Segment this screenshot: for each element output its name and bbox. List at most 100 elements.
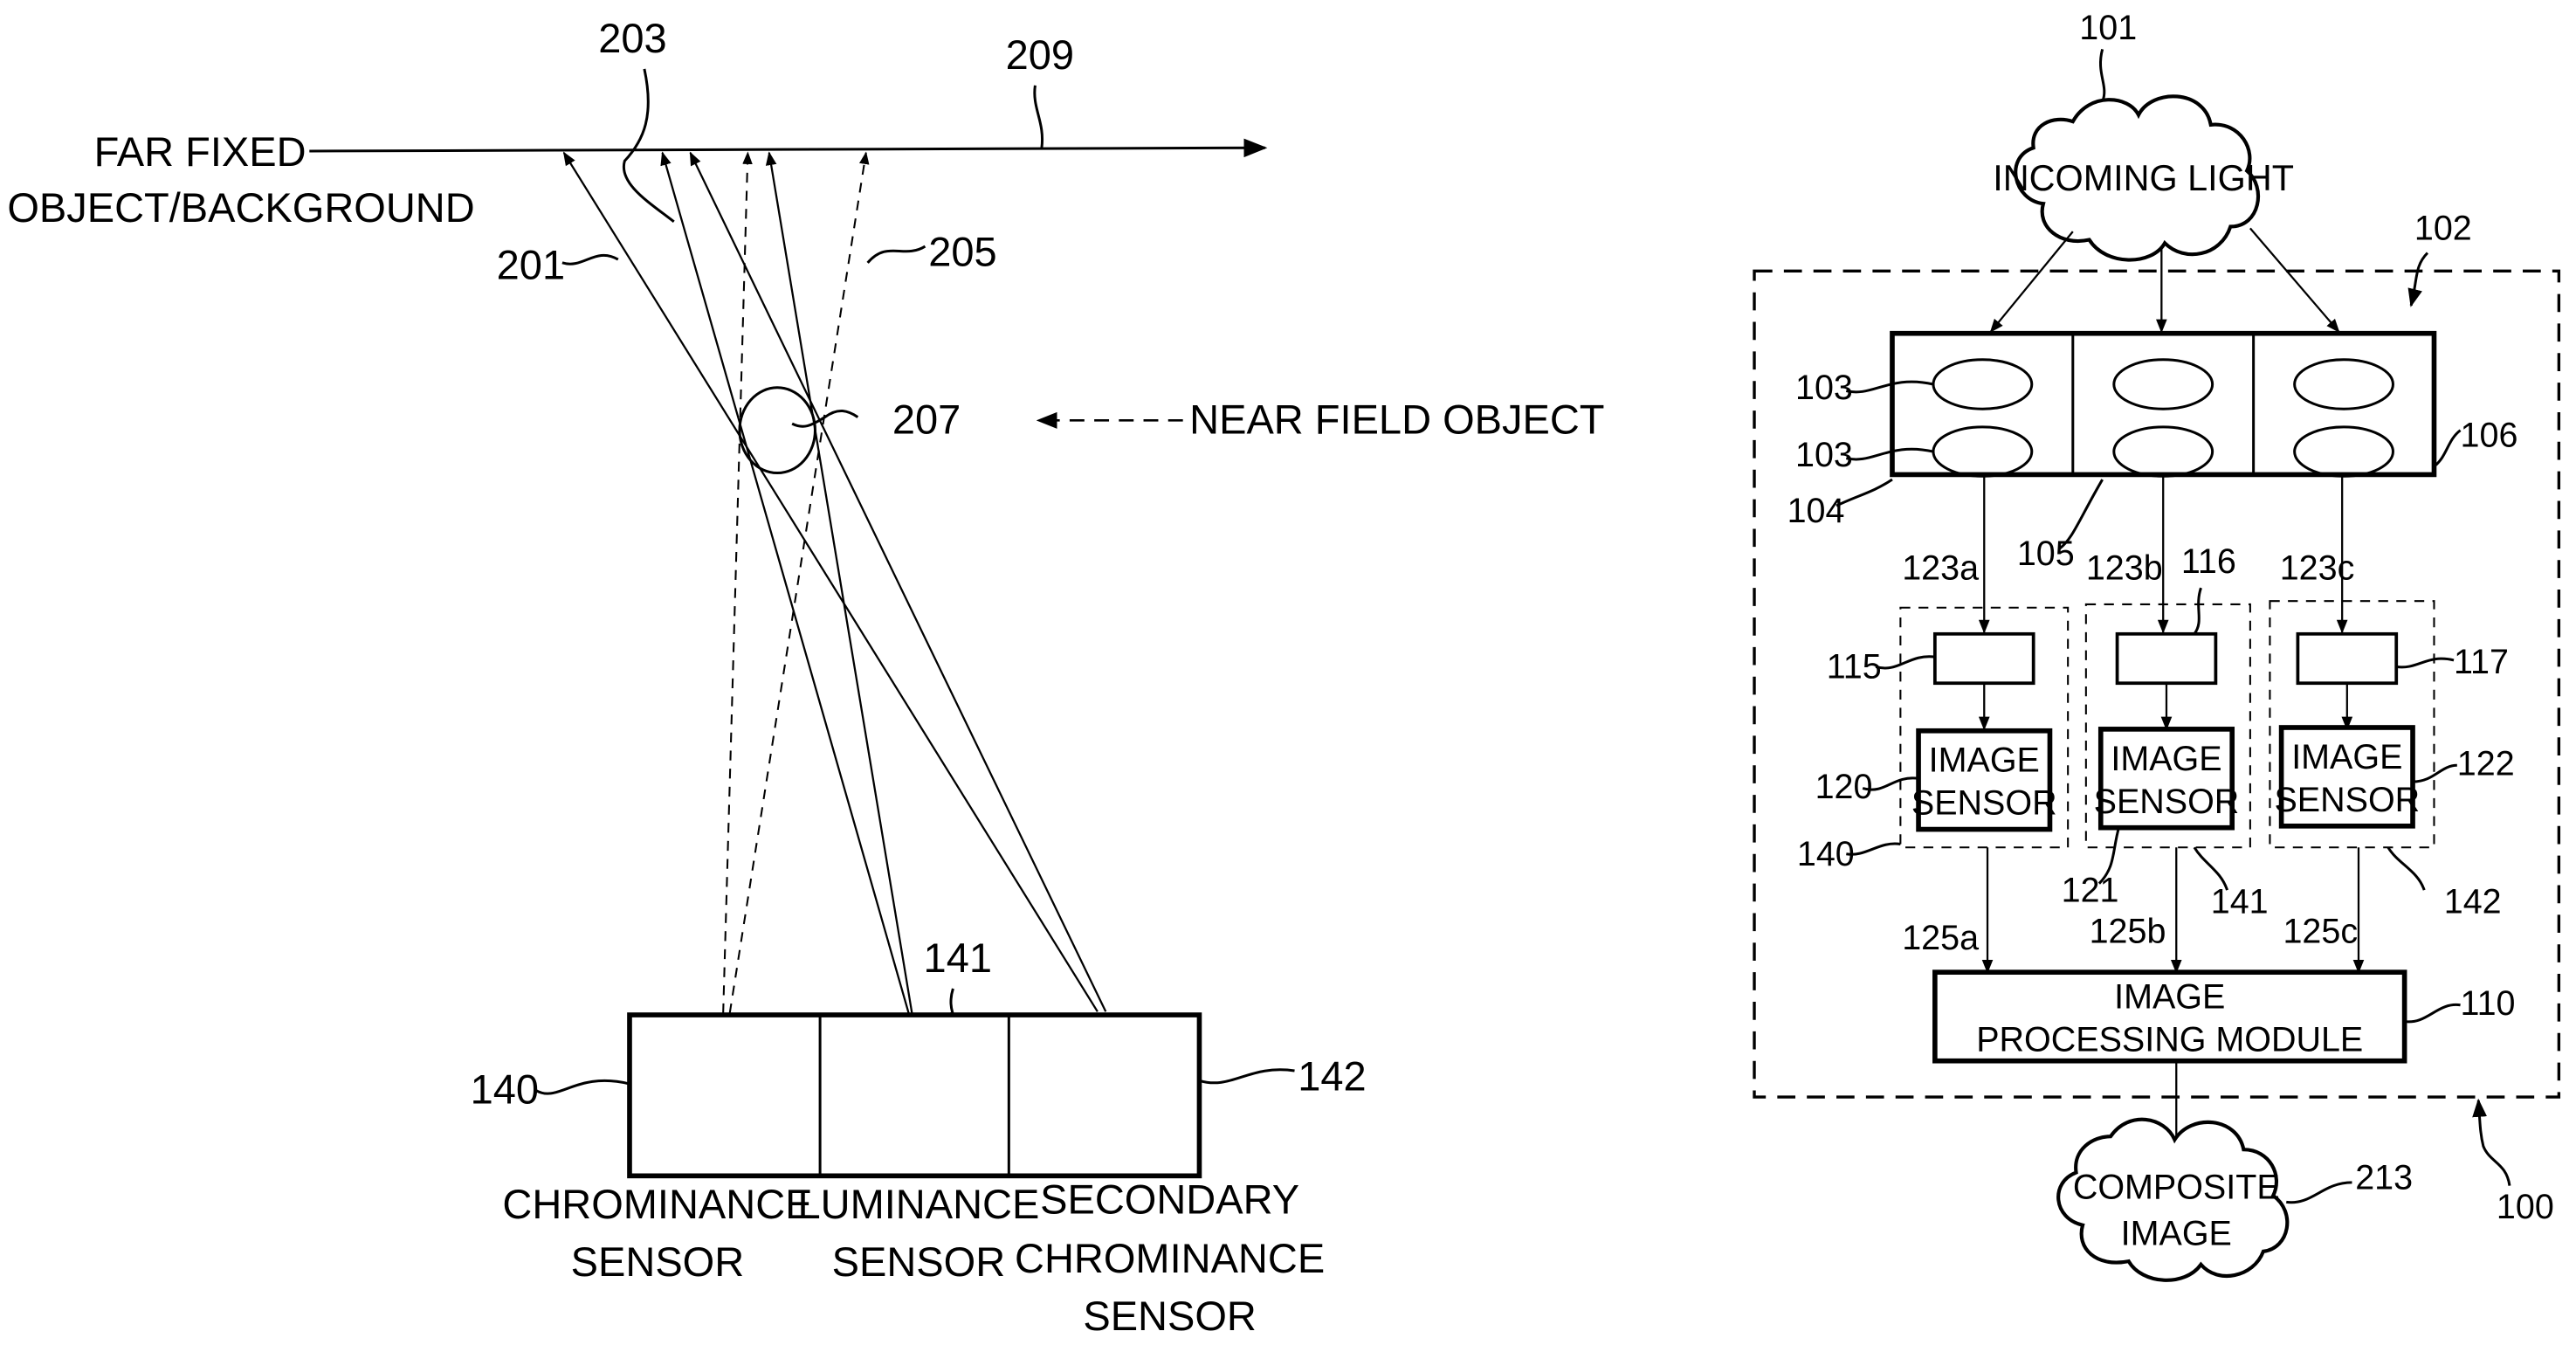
caption-line: CHROMINANCE — [502, 1181, 812, 1227]
composite-label-line1: COMPOSITE — [2073, 1169, 2280, 1207]
sensor-array — [627, 1012, 1202, 1179]
image-sensor-120: IMAGE SENSOR — [1911, 728, 2057, 832]
ref-213: 213 — [2355, 1158, 2413, 1197]
ray-201 — [562, 151, 1099, 1012]
incoming-light-label: INCOMING LIGHT — [1993, 158, 2294, 198]
ref-123c: 123c — [2280, 549, 2355, 588]
caption-line: CHROMINANCE — [1015, 1235, 1325, 1281]
ref-142-left: 142 — [1298, 1053, 1366, 1100]
leader-115 — [1875, 655, 1936, 670]
ref-140-left: 140 — [471, 1066, 539, 1113]
sensor-caption-luminance: LUMINANCE SENSOR — [798, 1181, 1040, 1285]
right-figure-block-diagram: 101 INCOMING LIGHT 102 103 103 104 105 1… — [1753, 9, 2561, 1282]
image-sensor-label: IMAGE — [2291, 738, 2402, 776]
image-sensor-122: IMAGE SENSOR — [2274, 725, 2420, 829]
caption-line: SENSOR — [832, 1238, 1005, 1285]
leader-101 — [2098, 49, 2106, 103]
processing-label-line1: IMAGE — [2114, 978, 2225, 1017]
near-field-label: NEAR FIELD OBJECT — [1189, 396, 1604, 442]
channel-box-142 — [2269, 600, 2435, 849]
ref-101: 101 — [2079, 9, 2137, 47]
ref-141-left: 141 — [924, 935, 992, 981]
processing-label-line2: PROCESSING MODULE — [1976, 1020, 2363, 1059]
leader-120 — [1862, 776, 1919, 791]
ref-104: 104 — [1787, 492, 1845, 530]
ref-125a: 125a — [1902, 919, 1979, 957]
leader-102 — [2407, 252, 2429, 307]
image-sensor-box — [2097, 727, 2235, 831]
ray-203b — [689, 151, 1107, 1012]
ref-100: 100 — [2497, 1188, 2554, 1226]
caption-line: SENSOR — [1083, 1293, 1257, 1339]
ref-103-top: 103 — [1795, 369, 1853, 407]
lens-3-top — [2293, 358, 2394, 410]
sensor-caption-secondary-chrominance: SECONDARY CHROMINANCE SENSOR — [1015, 1176, 1325, 1340]
leader-140-left — [535, 1079, 630, 1095]
leader-117 — [2396, 657, 2455, 669]
leader-103-bottom — [1845, 447, 1934, 461]
lens-3-bottom — [2293, 425, 2394, 478]
arrow-light-1 — [1989, 231, 2074, 334]
ref-120: 120 — [1815, 768, 1873, 806]
ref-123a: 123a — [1902, 549, 1979, 588]
leader-116 — [2193, 587, 2202, 635]
ray-dashed-a — [722, 151, 753, 1014]
ref-205: 205 — [928, 229, 996, 275]
ref-141-right: 141 — [2211, 882, 2269, 921]
leader-103-top — [1845, 380, 1934, 394]
leader-142-right — [2387, 846, 2426, 891]
leader-207 — [791, 410, 859, 428]
leader-142-left — [1199, 1068, 1295, 1085]
leader-209 — [1033, 85, 1044, 148]
ray-205 — [728, 151, 870, 1014]
lens-array — [1890, 330, 2437, 478]
image-sensor-label: IMAGE — [2111, 740, 2221, 778]
ray-203c — [765, 151, 913, 1014]
ref-110: 110 — [2461, 984, 2516, 1023]
ref-117: 117 — [2454, 643, 2509, 681]
leader-201 — [561, 253, 619, 266]
leader-203 — [622, 68, 675, 224]
ref-203: 203 — [598, 15, 666, 61]
image-sensor-label: SENSOR — [2274, 781, 2420, 819]
ref-116: 116 — [2181, 542, 2236, 581]
leader-104 — [1836, 478, 1893, 507]
caption-line: LUMINANCE — [798, 1181, 1040, 1227]
image-sensor-label: SENSOR — [2094, 783, 2240, 821]
ref-115: 115 — [1827, 648, 1882, 686]
arrow-light-3 — [2249, 227, 2340, 334]
channel-box-141 — [2084, 603, 2251, 849]
ref-125b: 125b — [2090, 912, 2166, 950]
ref-142-right: 142 — [2444, 882, 2502, 921]
far-field-label-line1: FAR FIXED — [94, 128, 307, 175]
far-field-label-line2: OBJECT/BACKGROUND — [7, 184, 474, 231]
sensor-caption-chrominance: CHROMINANCE SENSOR — [502, 1181, 812, 1285]
leader-141-right — [2193, 846, 2228, 891]
filter-116 — [2115, 631, 2218, 686]
caption-line: SECONDARY — [1040, 1176, 1299, 1223]
lens-2-top — [2112, 358, 2214, 410]
ref-106: 106 — [2461, 416, 2518, 454]
leader-140-right — [1846, 842, 1901, 856]
leader-105 — [2058, 479, 2104, 550]
leader-122 — [2412, 763, 2457, 783]
filter-115 — [1932, 631, 2035, 686]
ref-140-right: 140 — [1797, 835, 1855, 873]
ref-103-bottom: 103 — [1795, 436, 1853, 474]
channel-box-140 — [1899, 606, 2070, 849]
ref-125c: 125c — [2283, 912, 2358, 950]
image-sensor-121: IMAGE SENSOR — [2094, 727, 2240, 831]
system-boundary-100 — [1753, 269, 2561, 1099]
ref-121: 121 — [2062, 871, 2119, 909]
image-sensor-box — [1916, 728, 2053, 832]
ref-207: 207 — [892, 396, 961, 442]
composite-label-line2: IMAGE — [2121, 1214, 2232, 1252]
left-figure-parallax: FAR FIXED OBJECT/BACKGROUND 203 209 201 … — [7, 15, 1604, 1339]
cloud-incoming-light — [2014, 94, 2261, 262]
cloud-composite-image — [2056, 1117, 2290, 1282]
leader-213 — [2286, 1181, 2352, 1204]
leader-121 — [2097, 827, 2120, 885]
leader-106 — [2433, 429, 2462, 468]
ray-203a — [660, 151, 910, 1014]
